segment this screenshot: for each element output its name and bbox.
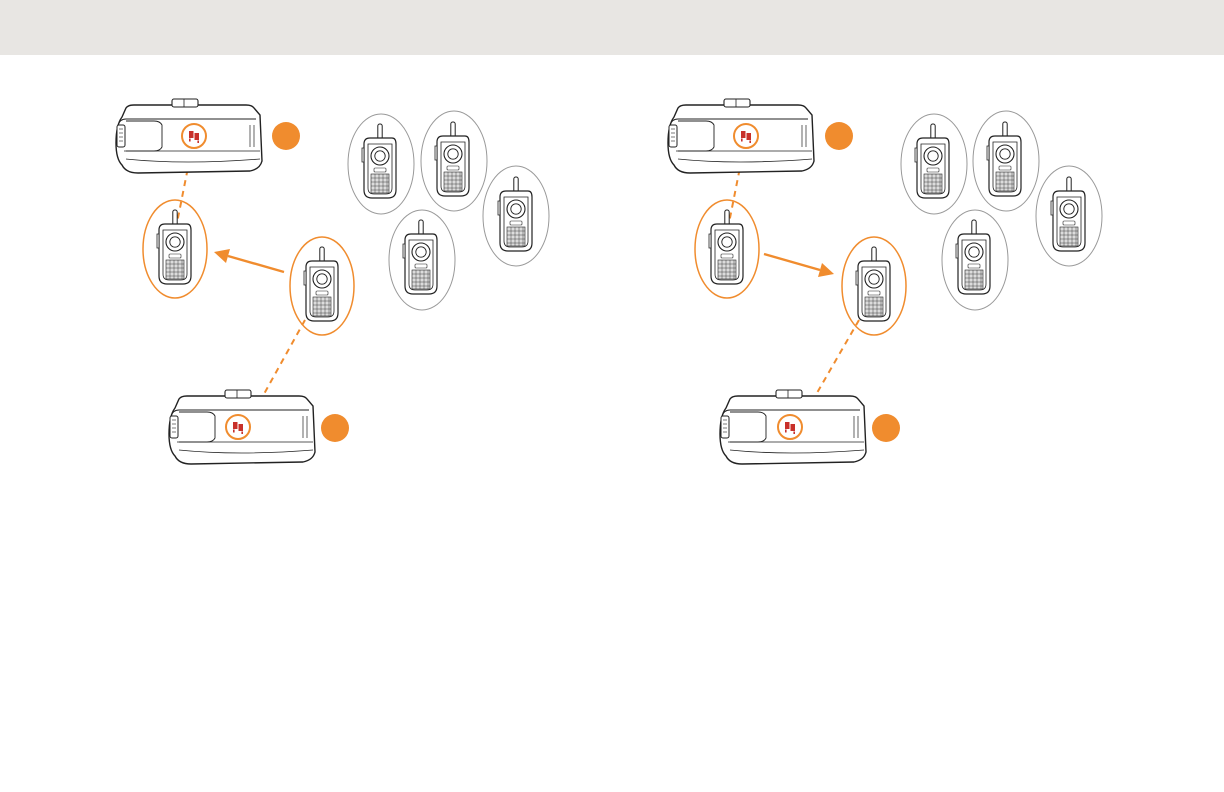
radio-group [901,111,1102,310]
transfer-arrow [214,249,284,272]
pairing-icon [778,415,802,439]
pairing-icon [182,124,206,148]
radio-icon [973,111,1039,211]
radio-icon [1036,166,1102,266]
transfer-arrow [764,254,834,277]
radio-icon [290,237,354,335]
right-panel [668,99,1102,464]
left-panel [116,99,549,464]
radio-icon [695,200,759,298]
radio-icon [389,210,455,310]
radio-icon [348,114,414,214]
step-marker-bottom [321,414,349,442]
pairing-icon [734,124,758,148]
radio-group [348,111,549,310]
radio-icon [842,237,906,335]
radio-icon [483,166,549,266]
radio-icon [421,111,487,211]
radio-icon [143,200,207,298]
step-marker-top [825,122,853,150]
pairing-icon [226,415,250,439]
step-marker-top [272,122,300,150]
radio-icon [942,210,1008,310]
step-marker-bottom [872,414,900,442]
radio-icon [901,114,967,214]
